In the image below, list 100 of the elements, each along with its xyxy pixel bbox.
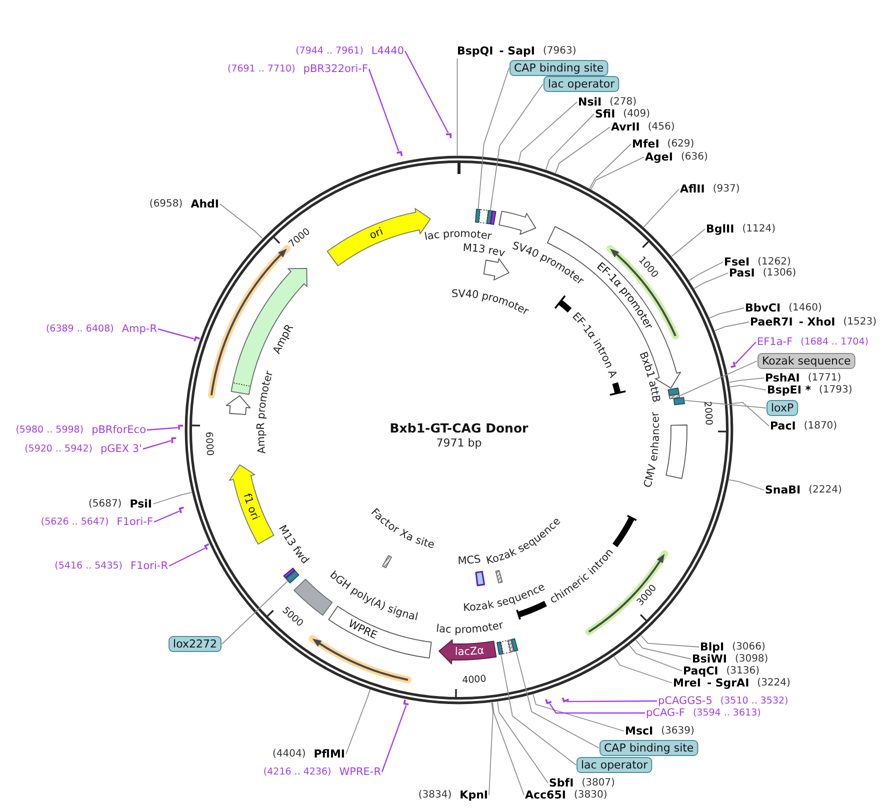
- primer-name: pBR322ori-F: [303, 63, 368, 75]
- leader-line: [714, 322, 750, 332]
- primer-mark: [178, 424, 184, 430]
- leader-line: [142, 440, 172, 450]
- feature-name: M13 rev: [462, 242, 506, 260]
- cut-site-position: (629): [667, 138, 694, 150]
- leader-line: [146, 427, 178, 431]
- leader-line: [492, 702, 524, 796]
- leader-line: [555, 126, 610, 174]
- primer-mark: [403, 699, 409, 706]
- enzyme-name: SbfI: [549, 776, 574, 790]
- enzyme-name: PaqCI: [683, 664, 718, 678]
- cut-site-position: (5687): [88, 498, 122, 510]
- enzyme-name: SnaBI: [765, 484, 801, 496]
- cut-site-position: (456): [648, 122, 675, 132]
- cut-site-position: (278): [610, 96, 637, 108]
- leader-line: [734, 342, 756, 364]
- primer-range: (5416 .. 5435): [54, 560, 123, 572]
- feature-tag: lac operator: [576, 757, 652, 773]
- leader-line: [154, 510, 180, 523]
- primer-name: pGEX 3': [100, 443, 142, 455]
- leader-line: [643, 188, 680, 228]
- feature-tag: CAP binding site: [600, 740, 698, 756]
- leader-line: [589, 144, 632, 189]
- leader-line: [516, 651, 600, 748]
- primer-name: L4440: [371, 45, 404, 57]
- leader-line: [488, 702, 494, 796]
- cut-site-position: (1870): [804, 420, 838, 432]
- cut-site-position: (409): [623, 108, 650, 120]
- cut-site-position: (3224): [757, 678, 790, 688]
- primer-name: pCAG-F: [646, 707, 685, 719]
- leader-line: [478, 68, 510, 210]
- leader-line: [680, 360, 758, 396]
- primer-name: F1ori-F: [116, 516, 153, 528]
- leader-line: [346, 689, 371, 754]
- leader-line: [222, 580, 288, 644]
- cut-site-position: (937): [712, 184, 740, 194]
- cut-site-position: (3098): [734, 654, 768, 664]
- leader-line: [220, 204, 263, 239]
- leader-line: [566, 700, 657, 702]
- leader-line: [688, 262, 724, 281]
- enzyme-name: FseI: [724, 256, 750, 268]
- cut-site-position: (7963): [542, 46, 576, 56]
- enzyme-name: BspEI *: [767, 384, 811, 396]
- enzyme-name: PsiI: [130, 498, 152, 510]
- primer-mark: [562, 697, 570, 702]
- primer-name: pBRforEco: [92, 424, 146, 436]
- primer-mark: [178, 506, 184, 514]
- primer-mark: [171, 437, 176, 444]
- feature-tag: Kozak sequence: [758, 353, 856, 369]
- enzyme-name: PflMI: [314, 748, 345, 760]
- primer-range: (7944 .. 7961): [296, 46, 364, 56]
- cut-site-position: (3136): [726, 666, 760, 676]
- leader-line: [497, 701, 548, 784]
- enzyme-name: BspQI: [457, 44, 494, 58]
- enzyme-name: BlpI: [700, 640, 724, 654]
- leader-line: [635, 640, 692, 660]
- leader-line: [730, 384, 766, 390]
- leader-line: [640, 635, 700, 648]
- feature-name: lac promoter: [436, 619, 504, 636]
- primer-name: Amp-R: [122, 323, 157, 335]
- leader-line: [532, 694, 624, 732]
- leader-line: [732, 402, 770, 426]
- enzyme-name: MfeI: [632, 138, 660, 150]
- cut-site-position: (3066): [732, 642, 766, 652]
- leader-line: [671, 228, 706, 257]
- primer-range: (6389 .. 6408): [46, 324, 114, 334]
- leader-line: [404, 50, 449, 134]
- feature-tag: lac operator: [544, 76, 620, 92]
- leader-line: [709, 308, 744, 319]
- plasmid-length: 7971 bp: [436, 436, 482, 450]
- leader-line: [456, 58, 458, 156]
- leader-line: [152, 492, 192, 504]
- leader-line: [590, 156, 644, 190]
- leader-line: [694, 272, 728, 289]
- cut-site-position: (1262): [758, 256, 791, 268]
- enzyme-name: AgeI: [645, 150, 673, 164]
- leader-line: [490, 84, 544, 210]
- primer-name: F1ori-R: [130, 560, 168, 572]
- cut-site-position: (3830): [574, 790, 608, 800]
- primer-mark: [396, 151, 403, 156]
- leader-line: [684, 400, 766, 408]
- primer-range: (7691 .. 7710): [227, 64, 296, 74]
- feature-block: lacZα: [438, 639, 497, 664]
- primer-range: (3594 .. 3613): [692, 708, 761, 718]
- enzyme-name: PacI: [770, 420, 796, 432]
- enzyme-name: Acc65I: [525, 788, 566, 802]
- leader-line: [546, 114, 594, 170]
- enzyme-name: AflII: [680, 182, 705, 196]
- enzyme-name: - XhoI: [798, 316, 836, 328]
- cut-site-position: (3639): [661, 726, 694, 736]
- cut-site-position: (1771): [808, 372, 842, 384]
- primer-mark: [545, 699, 552, 704]
- scale-number: 4000: [462, 673, 487, 686]
- cut-site-position: (1523): [843, 316, 876, 328]
- primer-mark: [204, 543, 210, 550]
- primer-name: WPRE-R: [339, 766, 381, 778]
- enzyme-name: KpnI: [460, 788, 488, 802]
- enzyme-name: - SgrAI: [706, 676, 750, 690]
- primer-mark: [194, 336, 200, 342]
